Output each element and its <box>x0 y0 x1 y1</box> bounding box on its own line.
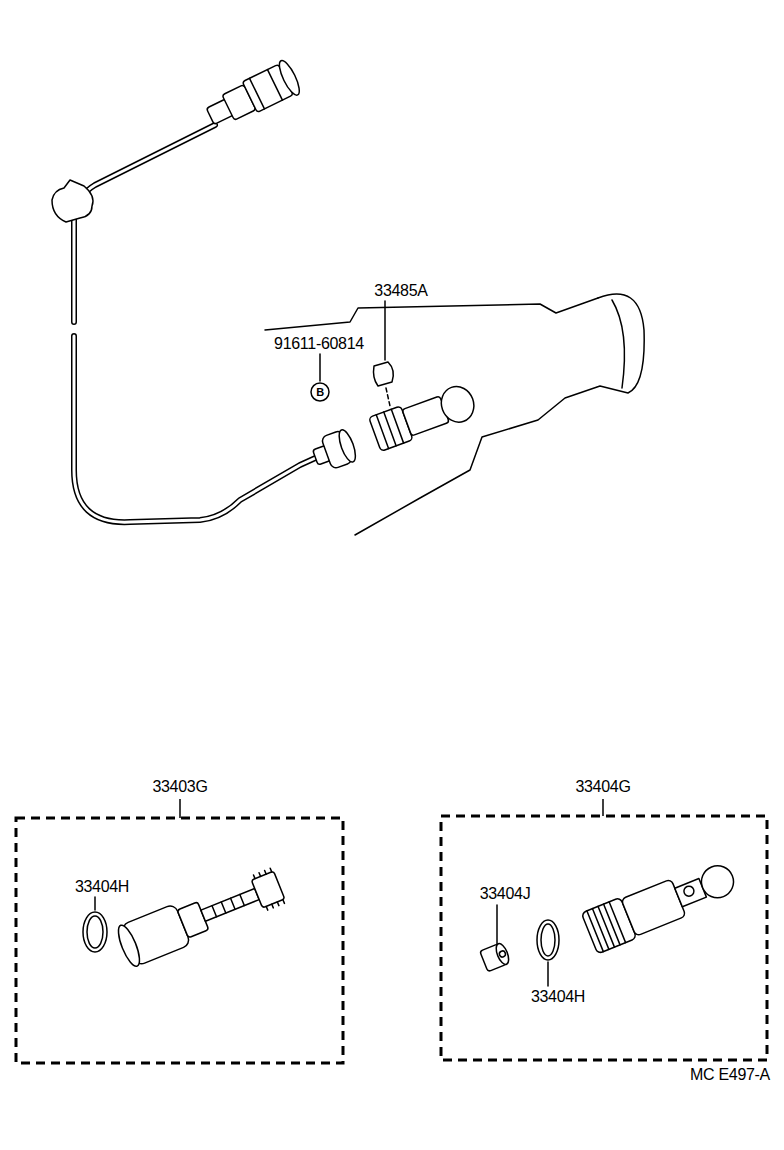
speed-sensor <box>581 855 740 953</box>
circled-letter: B <box>310 382 330 402</box>
circled-letter-text: B <box>316 386 324 398</box>
drawing-code: MC E497-A <box>690 1066 770 1084</box>
leader-line <box>602 799 604 816</box>
o-ring <box>87 916 103 948</box>
part-number: 33404J <box>480 885 531 903</box>
kit-box: 33403G <box>14 776 345 1066</box>
cable <box>74 125 215 322</box>
leader-line <box>94 897 96 910</box>
speed-sensor <box>369 382 479 451</box>
dashed-outline <box>16 818 343 1063</box>
dashed-outline <box>14 776 345 1066</box>
o-ring <box>537 920 559 960</box>
cable-end <box>310 428 359 474</box>
dashed-outline <box>441 816 767 1060</box>
housing-outline <box>612 300 624 388</box>
housing-outline <box>265 298 598 330</box>
cable-connector <box>202 58 303 133</box>
part-number: 91611-60814 <box>274 335 364 353</box>
clip <box>374 362 394 386</box>
assembly-line <box>386 388 390 406</box>
circle-outline <box>311 383 329 401</box>
part-number: 33485A <box>374 282 427 300</box>
leader-line <box>496 905 498 944</box>
cable <box>74 336 322 522</box>
leader-line <box>547 962 549 986</box>
cable <box>74 125 215 322</box>
kit-number: 33404G <box>575 778 630 796</box>
o-ring <box>83 912 107 952</box>
leader-line <box>384 301 386 360</box>
grommet <box>52 180 93 222</box>
leader-line <box>319 354 321 381</box>
cable <box>74 336 322 522</box>
part-number: 33404H <box>531 988 585 1006</box>
part-number: 33404H <box>75 878 129 896</box>
kit-number: 33403G <box>152 778 207 796</box>
kit-box: 33404G <box>439 776 769 1063</box>
driven-gear <box>114 865 287 969</box>
plug <box>480 942 511 972</box>
dashed-outline <box>439 776 769 1063</box>
o-ring <box>541 924 555 956</box>
housing-outline <box>355 294 644 535</box>
leader-line <box>179 799 181 818</box>
